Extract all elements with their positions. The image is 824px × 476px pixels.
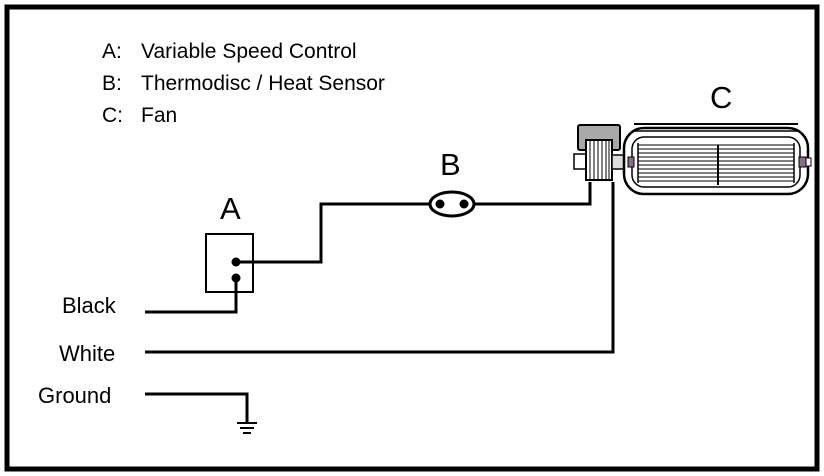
white-wire bbox=[145, 182, 615, 354]
fan-end-stub-right bbox=[805, 157, 812, 167]
component-label-c: C bbox=[710, 80, 732, 115]
legend-key-a: A: bbox=[102, 40, 122, 63]
heat-sensor bbox=[428, 190, 476, 218]
control-to-sensor-wire bbox=[236, 202, 430, 264]
ground-wire bbox=[145, 392, 249, 423]
fan-louvers bbox=[638, 144, 794, 182]
ground-symbol bbox=[237, 422, 257, 434]
fan bbox=[573, 123, 812, 196]
legend-text-c: Fan bbox=[141, 104, 177, 127]
black-wire-label: Black bbox=[62, 293, 117, 318]
fan-end-cap-right bbox=[798, 156, 807, 168]
sensor-to-fan-wire bbox=[474, 182, 592, 206]
legend-text-b: Thermodisc / Heat Sensor bbox=[141, 72, 385, 95]
white-wire-label: White bbox=[59, 341, 115, 366]
legend: A: Variable Speed Control B: Thermodisc … bbox=[102, 40, 385, 127]
legend-text-a: Variable Speed Control bbox=[141, 40, 357, 63]
component-label-b: B bbox=[440, 147, 461, 182]
legend-key-c: C: bbox=[102, 104, 123, 127]
fan-motor-shaft bbox=[573, 153, 587, 170]
fan-end-cap-left bbox=[627, 156, 635, 168]
diagram-border bbox=[4, 4, 820, 472]
legend-key-b: B: bbox=[102, 72, 122, 95]
ground-wire-label: Ground bbox=[38, 383, 111, 408]
component-label-a: A bbox=[220, 191, 241, 226]
black-wire bbox=[145, 278, 238, 314]
